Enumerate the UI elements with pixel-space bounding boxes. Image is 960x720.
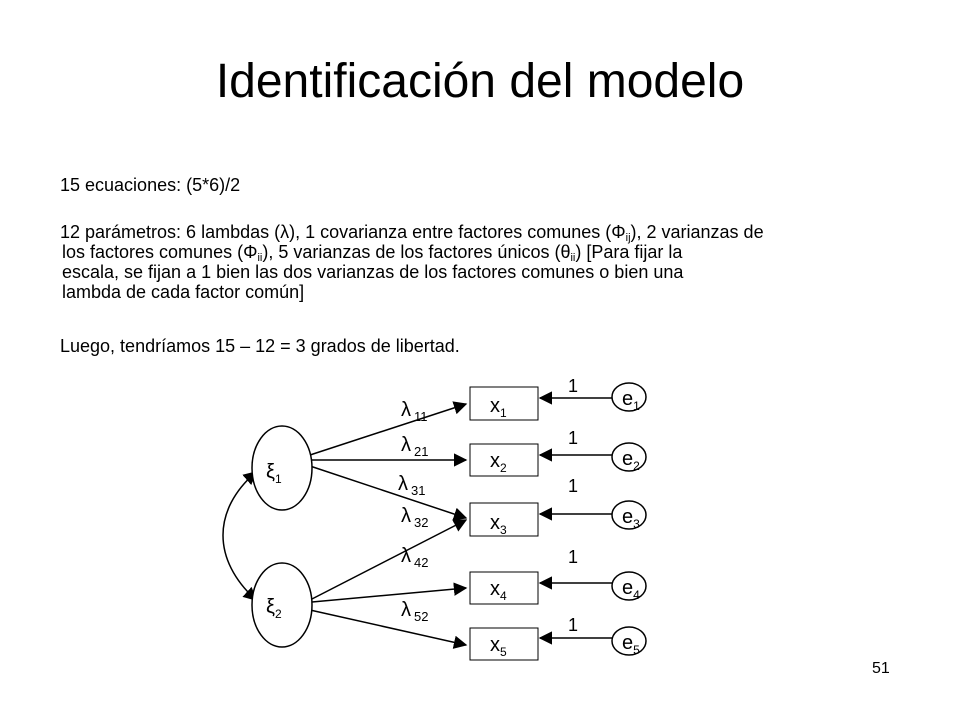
factor-xi2: ξ2 bbox=[251, 562, 313, 648]
svg-text:x5: x5 bbox=[490, 634, 507, 659]
path-xi2-x3 bbox=[309, 519, 468, 601]
error-weight-5: 1 bbox=[568, 615, 578, 635]
indicator-x3: x3 bbox=[469, 502, 539, 537]
parameters-line-2: los factores comunes (Φii), 5 varianzas … bbox=[62, 242, 683, 264]
path-xi1-x1 bbox=[309, 401, 468, 456]
indicator-x2: x2 bbox=[469, 443, 539, 477]
error-e2: e2 bbox=[611, 442, 647, 473]
svg-text:e2: e2 bbox=[622, 448, 640, 473]
covariance-arrow bbox=[222, 471, 258, 601]
parameters-line-1: 12 parámetros: 6 lambdas (λ), 1 covarian… bbox=[60, 222, 764, 244]
factor-xi1: ξ1 bbox=[251, 425, 313, 511]
indicator-x4: x4 bbox=[469, 571, 539, 605]
svg-text:ξ1: ξ1 bbox=[266, 461, 282, 486]
svg-text:e1: e1 bbox=[622, 388, 640, 413]
svg-text:x2: x2 bbox=[490, 450, 507, 475]
svg-text:ξ2: ξ2 bbox=[266, 596, 282, 621]
svg-text:e5: e5 bbox=[622, 632, 640, 657]
parameters-paragraph: 12 parámetros: 6 lambdas (λ), 1 covarian… bbox=[60, 222, 900, 302]
parameters-line-4: lambda de cada factor común] bbox=[62, 282, 305, 302]
path-xi2-x4 bbox=[311, 582, 468, 603]
error-e5: e5 bbox=[611, 626, 647, 657]
degrees-of-freedom-line: Luego, tendríamos 15 – 12 = 3 grados de … bbox=[60, 336, 460, 356]
error-weight-4: 1 bbox=[568, 547, 578, 567]
path-xi2-x5 bbox=[309, 609, 468, 649]
equations-line: 15 ecuaciones: (5*6)/2 bbox=[60, 175, 241, 195]
error-e4: e4 bbox=[611, 571, 647, 602]
svg-text:e4: e4 bbox=[622, 577, 640, 602]
slide-title: Identificación del modelo bbox=[215, 55, 745, 108]
indicator-x5: x5 bbox=[469, 627, 539, 661]
error-weight-1: 1 bbox=[568, 376, 578, 396]
svg-text:x4: x4 bbox=[490, 578, 507, 603]
svg-text:x3: x3 bbox=[490, 512, 507, 537]
parameters-line-3: escala, se fijan a 1 bien las dos varian… bbox=[62, 262, 684, 282]
page-number: 51 bbox=[872, 660, 890, 677]
path-xi1-x3 bbox=[309, 465, 468, 521]
error-weight-3: 1 bbox=[568, 476, 578, 496]
error-e1: e1 bbox=[611, 382, 647, 413]
indicator-x1: x1 bbox=[469, 386, 539, 421]
error-weight-2: 1 bbox=[568, 428, 578, 448]
error-e3: e3 bbox=[611, 500, 647, 531]
svg-text:e3: e3 bbox=[622, 506, 640, 531]
svg-text:x1: x1 bbox=[490, 395, 507, 420]
